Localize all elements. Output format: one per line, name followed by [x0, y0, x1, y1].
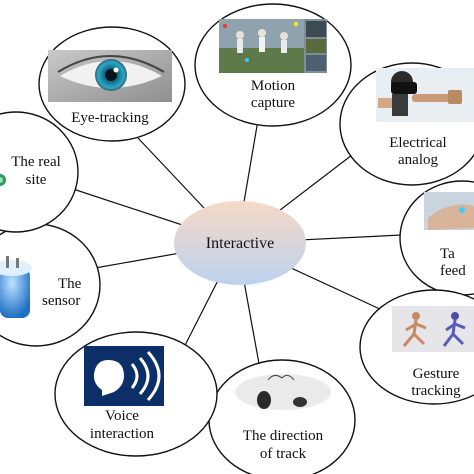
- node-sensor: The sensor: [0, 223, 101, 347]
- node-direction-of-track: The direction of track: [208, 359, 356, 474]
- gesture-label-2: tracking: [411, 383, 461, 399]
- real-site-label-2: site: [26, 172, 47, 188]
- voice-label-2: interaction: [90, 426, 155, 442]
- tactile-label-1: Ta: [440, 246, 455, 262]
- center-node: Interactive: [174, 201, 306, 285]
- sensor-label-1: The: [58, 276, 82, 292]
- tactile-label-2: feed: [440, 263, 466, 279]
- node-motion-capture: Motion capture: [194, 3, 352, 127]
- node-voice-interaction: Voice interaction: [54, 331, 218, 457]
- motion-capture-label-1: Motion: [251, 78, 296, 94]
- gesture-label-1: Gesture: [413, 366, 460, 382]
- electrical-label-2: analog: [398, 152, 438, 168]
- voice-icon: [84, 346, 164, 406]
- node-eye-tracking: Eye-tracking: [38, 26, 186, 142]
- node-real-site: The real site: [0, 111, 79, 233]
- node-electrical-analog: Electrical analog: [339, 62, 474, 186]
- vr-headset-photo: [376, 68, 474, 122]
- motion-capture-label-2: capture: [251, 95, 295, 111]
- eye-photo: [48, 50, 172, 102]
- sensor-photo: [0, 256, 32, 318]
- sensor-label-2: sensor: [42, 293, 80, 309]
- direction-label-1: The direction: [243, 428, 324, 444]
- motion-capture-photo: [219, 19, 327, 73]
- tactile-photo: [424, 192, 474, 230]
- real-site-label-1: The real: [11, 154, 61, 170]
- node-gesture-tracking: Gesture tracking: [359, 289, 474, 405]
- eye-tracking-label: Eye-tracking: [71, 110, 149, 126]
- real-site-photo: [0, 174, 6, 186]
- direction-label-2: of track: [260, 446, 307, 462]
- runner-photo: [392, 306, 474, 352]
- voice-label-1: Voice: [105, 408, 139, 424]
- electrical-label-1: Electrical: [389, 135, 446, 151]
- center-label: Interactive: [206, 235, 274, 252]
- track-photo: [235, 374, 331, 410]
- node-tactile-feedback: Ta feed: [399, 180, 474, 296]
